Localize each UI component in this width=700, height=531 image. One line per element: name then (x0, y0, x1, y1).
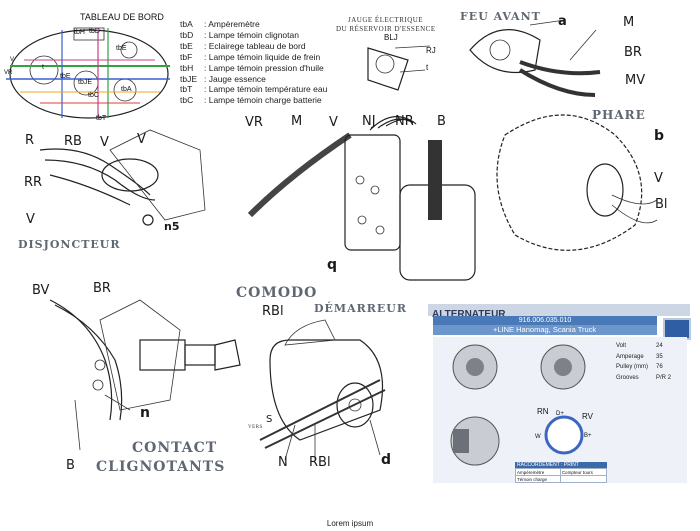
alternateur-code: 916.006.035.010 (433, 316, 657, 325)
feu-avant-label: a (558, 14, 567, 29)
jauge-label: BLJ (384, 33, 398, 42)
tableau-label: tbT (96, 115, 107, 122)
jauge-label: t (426, 63, 429, 72)
phare-title: PHARE (592, 108, 646, 122)
legend-row: tbE: Eclairege tableau de bord (180, 40, 306, 51)
tableau-label: tbH (74, 29, 85, 36)
contact-label: B (66, 458, 75, 473)
legend-row: tbT: Lampe témoin température eau (180, 84, 328, 95)
terminal-label: RN (537, 407, 549, 416)
tableau-label: tbA (121, 86, 132, 93)
jauge-drawing (367, 45, 431, 91)
alternator-images (450, 344, 586, 466)
phare-label: Bl (655, 197, 668, 212)
tableau-label: tbE (116, 45, 127, 52)
disjoncteur-label: V (26, 212, 35, 227)
tableau-label: t (42, 64, 44, 71)
alternateur-header: ALTERNATEUR (428, 304, 690, 320)
tableau-label: VR (4, 70, 13, 76)
phare-label: V (654, 171, 663, 186)
phare-drawing (496, 114, 658, 251)
jauge-title: JAUGE ÉLECTRIQUE (348, 16, 424, 24)
demarreur-top-label: B (437, 114, 446, 129)
footer-text: Lorem ipsum (326, 519, 374, 528)
tableau-legend: tbA: Ampèremètre tbD: Lampe témoin clign… (180, 19, 327, 106)
demarreur-top-label: M (291, 114, 303, 129)
contact-label: BR (93, 281, 111, 296)
contact-drawing (49, 299, 241, 451)
feu-avant-label: M (623, 15, 635, 30)
jauge-subtitle: DU RÉSERVOIR D'ESSENCE (336, 25, 436, 33)
terminal-label: W (535, 434, 541, 440)
demarreur-label: S (266, 414, 273, 425)
legend-row: tbJE: Jauge essence (180, 73, 266, 84)
feu-avant-title: FEU AVANT (460, 10, 541, 23)
terminal-label: RV (582, 412, 593, 421)
jauge-label: RJ (426, 46, 436, 55)
legend-row: tbD: Lampe témoin clignotan (180, 29, 299, 40)
tableau-label: V (10, 57, 15, 63)
comodo-title: COMODO (236, 285, 318, 301)
feu-avant-label: BR (624, 45, 642, 60)
demarreur-label: d (381, 452, 392, 468)
legend-row: tbC: Lampe témoin charge batterie (180, 95, 322, 106)
alternateur-title: ALTERNATEUR (432, 309, 506, 320)
contact-label: BV (32, 283, 50, 298)
demarreur-top-drawing (247, 116, 476, 281)
disjoncteur-label: RR (24, 175, 43, 190)
disjoncteur-title: DISJONCTEUR (18, 238, 121, 251)
demarreur-label: RBl (309, 455, 331, 470)
legend-row: tbF: Lampe témoin liquide de frein (180, 51, 321, 62)
raccordement-header: RACCORDEMENT : PRINT (515, 462, 607, 468)
contact-title: CONTACT (132, 440, 218, 456)
demarreur-title: DÉMARREUR (314, 302, 408, 315)
terminal-label: D+ (556, 411, 564, 417)
demarreur-top-label: VR (245, 115, 263, 130)
demarreur-label: RBl (262, 304, 284, 319)
tableau-label: tbJE (78, 79, 93, 86)
disjoncteur-label: n5 (164, 220, 180, 233)
legend-row: tbA: Ampèremètre (180, 19, 260, 29)
feu-avant-label: MV (625, 73, 646, 88)
demarreur-small: VERS (248, 425, 263, 430)
phare-label: b (654, 128, 665, 144)
demarreur-label: N (278, 455, 288, 470)
alternateur-line: +LINE Hanomag, Scania Truck (433, 325, 657, 335)
disjoncteur-label: V (137, 132, 146, 147)
demarreur-top-label: NJ (362, 114, 376, 129)
feu-avant-drawing (469, 19, 601, 97)
disjoncteur-label: V (100, 135, 109, 150)
tableau-label: tbC (88, 92, 99, 99)
demarreur-drawing (259, 319, 386, 461)
tableau-label: tbE (60, 73, 71, 80)
disjoncteur-drawing (39, 129, 206, 226)
tableau-label: tbD (89, 28, 100, 35)
disjoncteur-label: R (25, 133, 35, 148)
demarreur-top-label: q (327, 257, 338, 273)
alternateur-body (433, 337, 687, 483)
contact-label: n (140, 405, 150, 421)
spec-row: Pulley (mm)76 (616, 364, 663, 371)
demarreur-top-label: NR (395, 114, 414, 129)
disjoncteur-label: RB (64, 134, 82, 149)
terminal-label: B+ (584, 433, 592, 439)
tableau-de-bord-drawing (6, 27, 170, 119)
legend-row: tbH: Lampe témoin pression d'huile (180, 62, 324, 73)
contact-subtitle: CLIGNOTANTS (96, 459, 226, 475)
tableau-title: TABLEAU DE BORD (80, 12, 164, 22)
demarreur-top-label: V (329, 115, 338, 130)
